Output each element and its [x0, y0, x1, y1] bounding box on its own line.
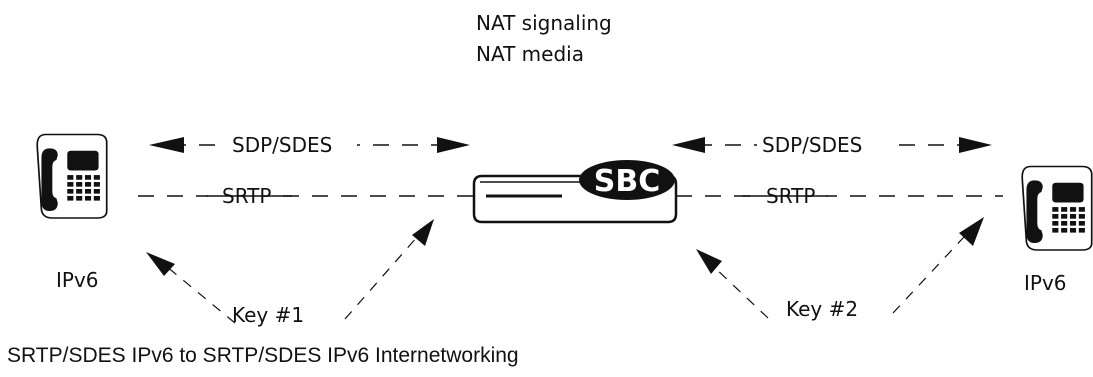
arrowhead-up-left [696, 249, 722, 274]
key1-label: Key #1 [232, 303, 304, 327]
arrowhead-left [672, 137, 705, 153]
right-sdp-sdes-arrow: SDP/SDES [672, 131, 992, 157]
key1-exchange: Key #1 [146, 219, 434, 327]
sbc-badge-label: SBC [594, 164, 661, 199]
right-sdp-sdes-label: SDP/SDES [762, 133, 862, 157]
arrowhead-right [959, 137, 992, 153]
left-phone: IPv6 [36, 133, 108, 292]
desk-phone-icon [1021, 165, 1093, 251]
right-phone-label: IPv6 [1024, 271, 1067, 295]
right-srtp-link: SRTP [676, 182, 1003, 208]
key2-exchange: Key #2 [696, 217, 984, 321]
arrowhead-right [437, 137, 470, 153]
left-srtp-label: SRTP [222, 184, 271, 208]
sbc-badge [579, 160, 675, 200]
left-sdp-sdes-label: SDP/SDES [232, 133, 332, 157]
right-srtp-label: SRTP [766, 184, 815, 208]
nat-note: NAT signaling NAT media [476, 11, 612, 66]
arrowhead-up-right [412, 219, 434, 246]
desk-phone-icon [36, 133, 108, 219]
arrowhead-up-right [959, 217, 984, 246]
arrowhead-left [149, 137, 184, 153]
left-srtp-link: SRTP [138, 182, 474, 208]
sbc-device: SBC [472, 160, 678, 224]
arrowhead-up-left [146, 252, 175, 276]
left-phone-label: IPv6 [56, 268, 99, 292]
diagram-caption: SRTP/SDES IPv6 to SRTP/SDES IPv6 Interne… [7, 344, 519, 367]
nat-signaling-label: NAT signaling [476, 11, 612, 35]
left-sdp-sdes-arrow: SDP/SDES [149, 131, 470, 157]
right-phone: IPv6 [1021, 165, 1093, 295]
nat-media-label: NAT media [476, 42, 584, 66]
key2-label: Key #2 [786, 297, 858, 321]
